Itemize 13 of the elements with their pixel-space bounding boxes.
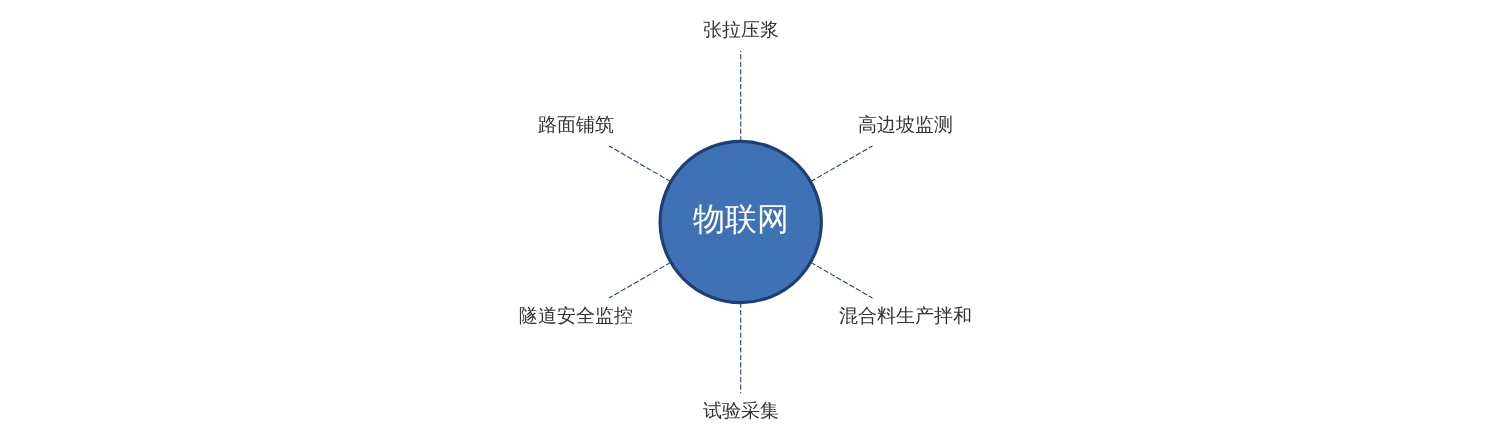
node-circle: 物联网 [658, 139, 823, 305]
node-text: 高边坡监测 [857, 113, 953, 137]
connector [607, 261, 671, 299]
connector [809, 261, 873, 299]
node-text: 隧道安全监控 [518, 303, 633, 327]
connector [739, 50, 741, 142]
connector [739, 302, 741, 394]
node-text: 路面铺筑 [537, 113, 614, 137]
node-text: 试验采集 [702, 399, 779, 423]
node-text: 张拉压浆 [702, 18, 779, 42]
connector [809, 145, 873, 183]
node-text: 混合料生产拌和 [838, 303, 972, 327]
connector [607, 145, 671, 183]
